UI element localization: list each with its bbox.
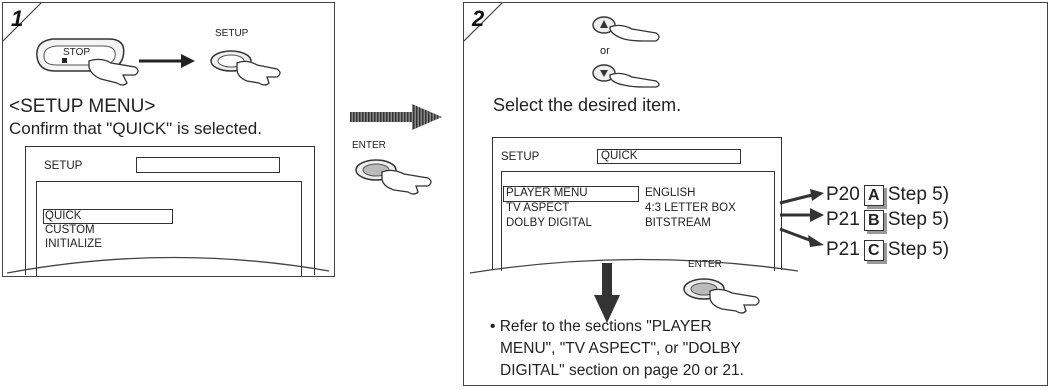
menu-item-quick[interactable]: QUICK	[45, 210, 82, 222]
step2-corner-divider	[464, 3, 503, 42]
ref-row-b: P21 B Step 5)	[826, 209, 949, 231]
step1-screen-curve	[6, 256, 330, 274]
ref-b-letter: B	[863, 209, 884, 231]
setup-menu-title: <SETUP MENU>	[9, 96, 156, 117]
note-line-2: MENU", "TV ASPECT", or "DOLBY	[500, 340, 741, 357]
stop-button-hand-icon	[36, 38, 139, 86]
step1-number: 1	[11, 6, 24, 31]
step2-menu-box	[501, 171, 775, 271]
step2-header-field	[597, 149, 741, 164]
step1-menu-box	[36, 181, 302, 276]
step1-corner-divider	[3, 3, 42, 42]
step2-header-value: QUICK	[601, 150, 638, 162]
row-player-menu-value: ENGLISH	[645, 187, 696, 199]
ref-row-a: P20 A Step 5)	[826, 184, 949, 206]
menu-item-initialize[interactable]: INITIALIZE	[45, 238, 102, 250]
setup-label: SETUP	[215, 28, 249, 39]
ref-b-step: Step 5)	[887, 209, 950, 230]
player-menu-highlight	[503, 186, 639, 202]
ref-a-letter: A	[863, 184, 884, 206]
step1-header-field	[136, 157, 280, 173]
or-label: or	[600, 45, 610, 57]
row-tv-aspect-value: 4:3 LETTER BOX	[645, 202, 736, 214]
row-dolby-digital-value: BITSTREAM	[645, 217, 711, 229]
ref-a-page: P20	[826, 184, 860, 205]
ref-row-c: P21 C Step 5)	[826, 239, 949, 261]
step2-enter-button-hand-icon	[683, 278, 760, 314]
step1-instruction: Confirm that "QUICK" is selected.	[9, 119, 262, 138]
next-arrow-icon	[139, 54, 195, 68]
down-arrow-icon	[594, 263, 620, 323]
row-player-menu-label[interactable]: PLAYER MENU	[506, 187, 588, 199]
middle-enter-label: ENTER	[352, 140, 386, 151]
step2-number: 2	[472, 6, 485, 31]
step1-panel: 1 STOP SETUP <SETUP MENU> Confirm that "…	[2, 2, 335, 277]
ref-a-step: Step 5)	[887, 184, 950, 205]
step2-instruction: Select the desired item.	[493, 95, 682, 115]
row-dolby-digital-label[interactable]: DOLBY DIGITAL	[506, 217, 592, 229]
up-button-hand-icon	[592, 16, 660, 42]
step2-screen-curve	[469, 258, 799, 274]
menu-item-custom[interactable]: CUSTOM	[45, 224, 95, 236]
step2-tv-screen: SETUP QUICK PLAYER MENU ENGLISH TV ASPEC…	[492, 137, 782, 271]
setup-button-hand-icon	[210, 50, 281, 86]
ref-arrows	[779, 189, 824, 247]
row-tv-aspect-label[interactable]: TV ASPECT	[506, 202, 570, 214]
ref-c-letter: C	[863, 239, 884, 261]
down-button-hand-icon	[592, 64, 660, 88]
ref-b-page: P21	[826, 209, 860, 230]
ref-c-page: P21	[826, 239, 860, 260]
step1-tv-screen: SETUP QUICK CUSTOM INITIALIZE	[25, 146, 315, 276]
big-arrow-icon	[350, 104, 442, 130]
step2-enter-label: ENTER	[688, 259, 722, 270]
ref-c-step: Step 5)	[887, 239, 950, 260]
step1-screen-header: SETUP	[44, 160, 83, 172]
middle-enter-button-hand-icon	[355, 159, 432, 195]
stop-label: STOP	[63, 47, 91, 58]
step2-panel: 2 or Select the desired item. SETUP QUIC…	[463, 2, 1048, 386]
note-line-1: • Refer to the sections "PLAYER	[490, 318, 712, 335]
quick-highlight	[43, 209, 173, 224]
step2-screen-header: SETUP	[501, 151, 540, 163]
note-line-3: DIGITAL" section on page 20 or 21.	[500, 362, 744, 379]
